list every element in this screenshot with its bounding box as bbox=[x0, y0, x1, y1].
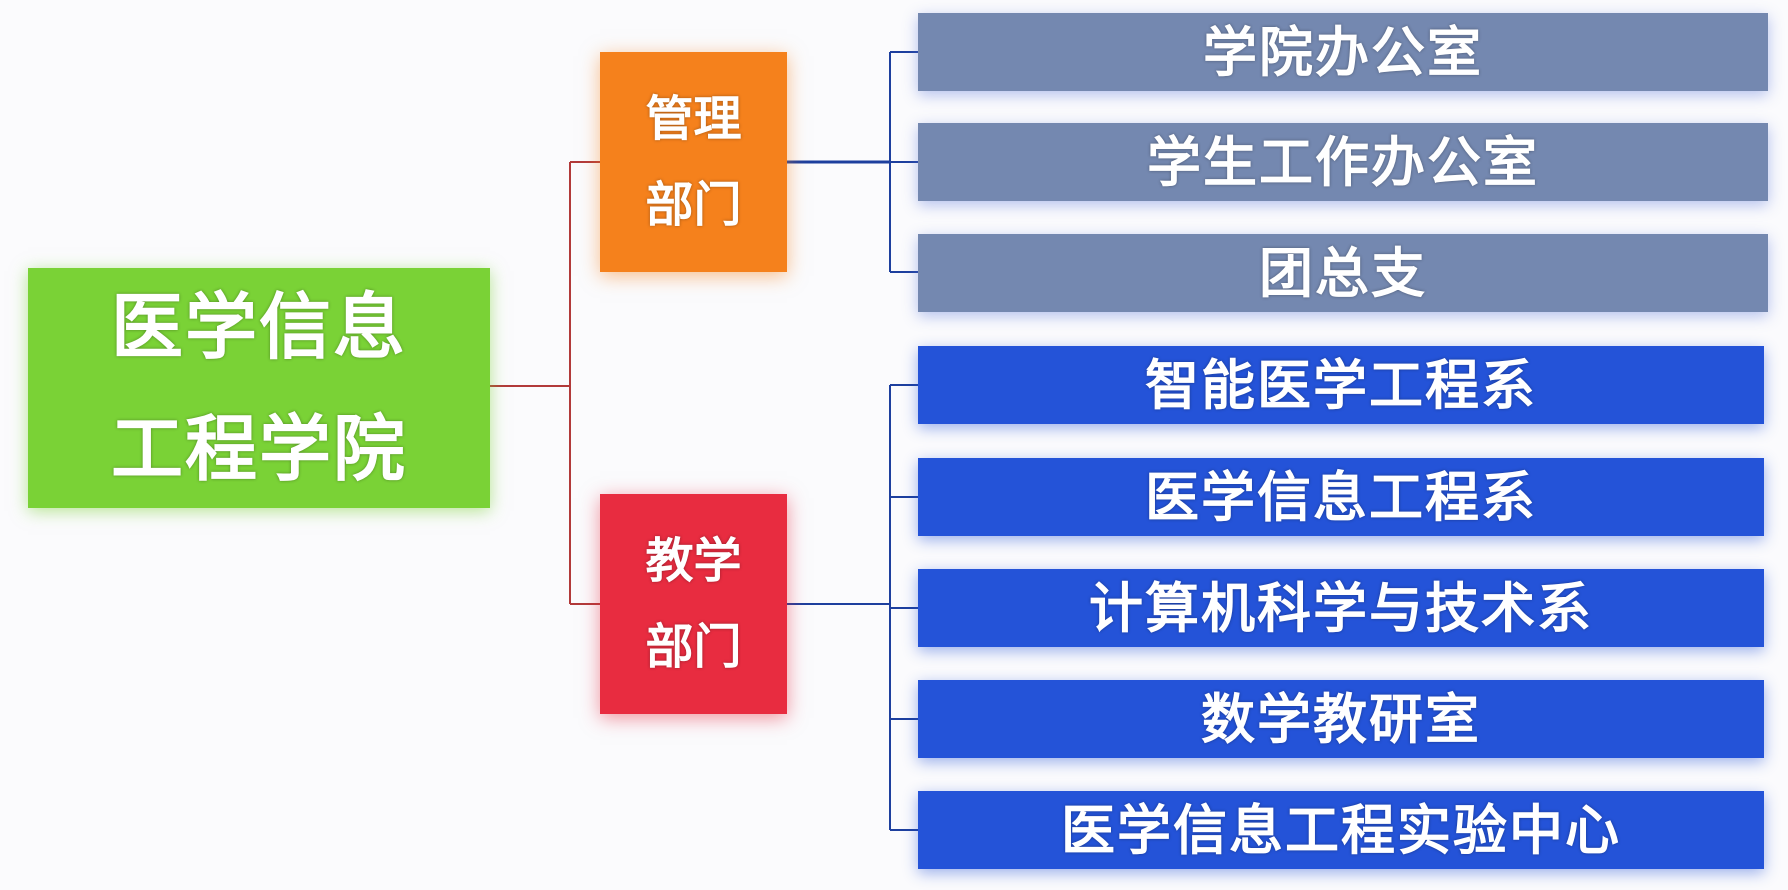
unit-node-admin-1: 学院办公室 bbox=[918, 13, 1768, 91]
unit-node-teaching-3: 计算机科学与技术系 bbox=[918, 569, 1764, 647]
unit-label: 计算机科学与技术系 bbox=[1089, 575, 1593, 640]
root-label-line2: 工程学院 bbox=[110, 406, 407, 491]
dept-node-teaching: 教学 部门 bbox=[600, 494, 787, 714]
unit-node-teaching-1: 智能医学工程系 bbox=[918, 346, 1764, 424]
dept-admin-label-line1: 管理 bbox=[645, 90, 742, 147]
unit-node-teaching-5: 医学信息工程实验中心 bbox=[918, 791, 1764, 869]
dept-node-admin: 管理 部门 bbox=[600, 52, 787, 272]
unit-label: 数学教研室 bbox=[1201, 686, 1481, 751]
unit-node-teaching-4: 数学教研室 bbox=[918, 680, 1764, 758]
dept-admin-label-line2: 部门 bbox=[645, 177, 742, 233]
unit-node-admin-3: 团总支 bbox=[918, 234, 1768, 312]
dept-teach-label-line2: 部门 bbox=[645, 619, 742, 675]
root-label-line1: 医学信息 bbox=[110, 283, 407, 369]
unit-label: 团总支 bbox=[1259, 240, 1427, 305]
unit-node-admin-2: 学生工作办公室 bbox=[918, 123, 1768, 201]
unit-label: 学院办公室 bbox=[1203, 19, 1483, 84]
unit-node-teaching-2: 医学信息工程系 bbox=[918, 458, 1764, 536]
dept-teach-label-line1: 教学 bbox=[645, 532, 742, 589]
unit-label: 医学信息工程系 bbox=[1145, 464, 1537, 529]
unit-label: 学生工作办公室 bbox=[1147, 129, 1539, 194]
root-node: 医学信息 工程学院 bbox=[28, 268, 490, 508]
unit-label: 智能医学工程系 bbox=[1145, 352, 1537, 417]
unit-label: 医学信息工程实验中心 bbox=[1061, 797, 1621, 862]
